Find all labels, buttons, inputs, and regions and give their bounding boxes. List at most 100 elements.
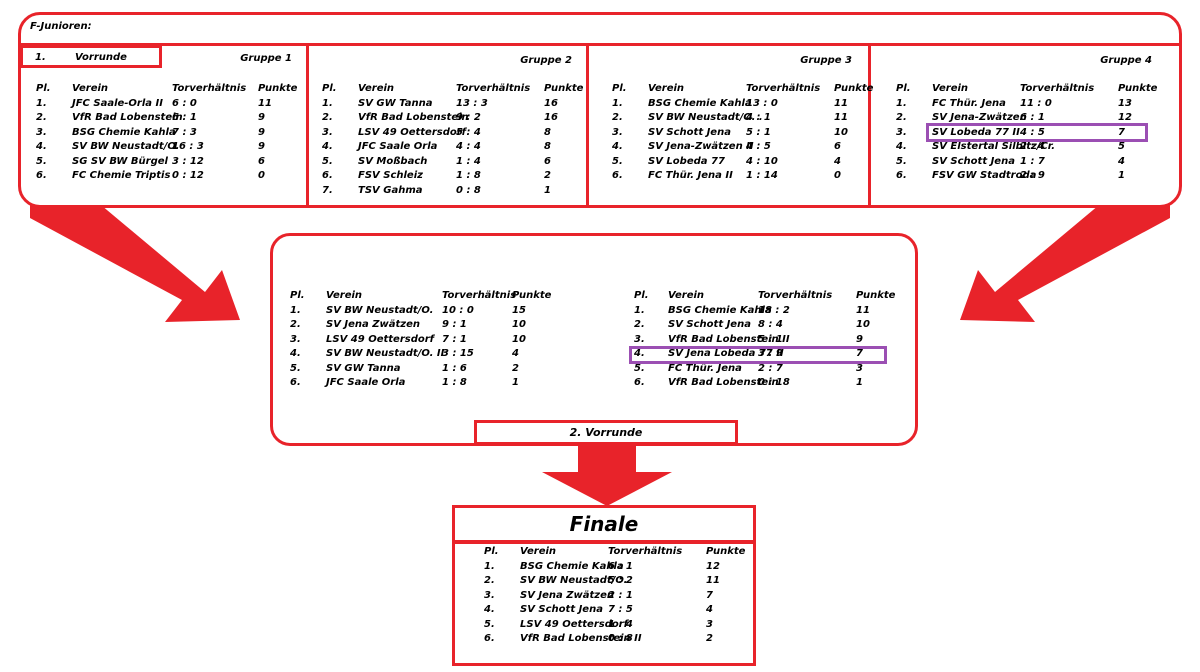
points-cell: 3 [706,618,713,630]
place-cell: Pl. [612,83,627,94]
points-cell: 13 [1118,97,1132,109]
round1-number: 1. [35,52,46,63]
arrow-right [960,200,1170,322]
points-cell: 9 [258,112,265,123]
place-cell: 6. [290,377,301,388]
place-cell: 6. [484,633,495,644]
goals-cell: 0 : 18 [758,377,790,388]
points-cell: 11 [706,575,720,586]
club-cell: SV GW Tanna [326,362,401,374]
goals-cell: 4 : 10 [746,155,778,167]
club-cell: BSG Chemie Kahla [72,126,176,138]
points-cell: 8 [544,141,551,152]
group-1-title: Gruppe 1 [240,53,292,64]
club-cell: SV BW Neustadt/O. [72,141,180,152]
points-cell: 2 [512,362,519,374]
club-cell: SV Jena-Zwätzen [932,112,1027,123]
points-cell: 1 [1118,170,1125,181]
points-cell: 8 [544,126,551,138]
club-cell: Verein [358,83,395,94]
group-2-title: Gruppe 2 [520,55,572,66]
place-cell: 3. [484,589,495,601]
club-cell: FC Chemie Triptis [72,170,171,181]
place-cell: 1. [634,304,645,316]
points-cell: 7 [1118,126,1125,138]
points-cell: 11 [834,112,848,123]
place-cell: 5. [290,362,301,374]
place-cell: 2. [634,319,645,330]
points-cell: 12 [1118,112,1132,123]
place-cell: 4. [896,141,907,152]
points-cell: 5 [1118,141,1125,152]
club-cell: SV GW Tanna [358,97,433,109]
goals-cell: Torverhältnis [746,83,821,94]
points-cell: 1 [512,377,519,388]
club-cell: SV Schott Jena [932,155,1015,167]
points-cell: 10 [512,319,526,330]
group-separator [586,43,589,205]
goals-cell: 4 : 4 [456,141,481,152]
goals-cell: 11 : 0 [1020,97,1052,109]
club-cell: JFC Saale-Orla II [72,97,163,109]
group-4-title: Gruppe 4 [1100,55,1152,66]
final-panel [452,541,756,666]
points-cell: 10 [834,126,848,138]
club-cell: SV Jena Zwätzen [326,319,421,330]
final-title: Finale [452,505,756,543]
place-cell: 4. [612,141,623,152]
points-cell: 1 [544,184,551,196]
place-cell: 4. [634,348,645,359]
points-cell: Punkte [512,290,552,301]
place-cell: Pl. [36,83,51,94]
place-cell: 4. [322,141,333,152]
club-cell: Verein [648,83,685,94]
goals-cell: 4 : 5 [1020,126,1045,138]
points-cell: Punkte [856,290,896,301]
points-cell: 6 [544,155,551,167]
group-3-title: Gruppe 3 [800,55,852,66]
club-cell: LSV 49 Oettersdorf [326,333,435,345]
goals-cell: 7 : 5 [608,604,633,615]
club-cell: FC Thür. Jena [668,362,742,374]
club-cell: BSG Chemie Kahla [668,304,772,316]
points-cell: 7 [706,589,713,601]
place-cell: 5. [36,155,47,167]
place-cell: 6. [612,170,623,181]
place-cell: 1. [290,304,301,316]
goals-cell: 2 : 7 [758,362,783,374]
points-cell: 9 [856,333,863,345]
points-cell: Punkte [258,83,298,94]
place-cell: 5. [896,155,907,167]
goals-cell: 13 : 0 [746,97,778,109]
goals-cell: 6 : 1 [608,560,633,572]
place-cell: 1. [322,97,333,109]
club-cell: LSV 49 Oettersdorf [520,618,629,630]
club-cell: SV Lobeda 77 II [932,126,1020,138]
group-separator [868,43,871,205]
points-cell: 16 [544,112,558,123]
points-cell: 3 [856,362,863,374]
club-cell: VfR Bad Lobenstein II [520,633,642,644]
points-cell: 9 [258,126,265,138]
